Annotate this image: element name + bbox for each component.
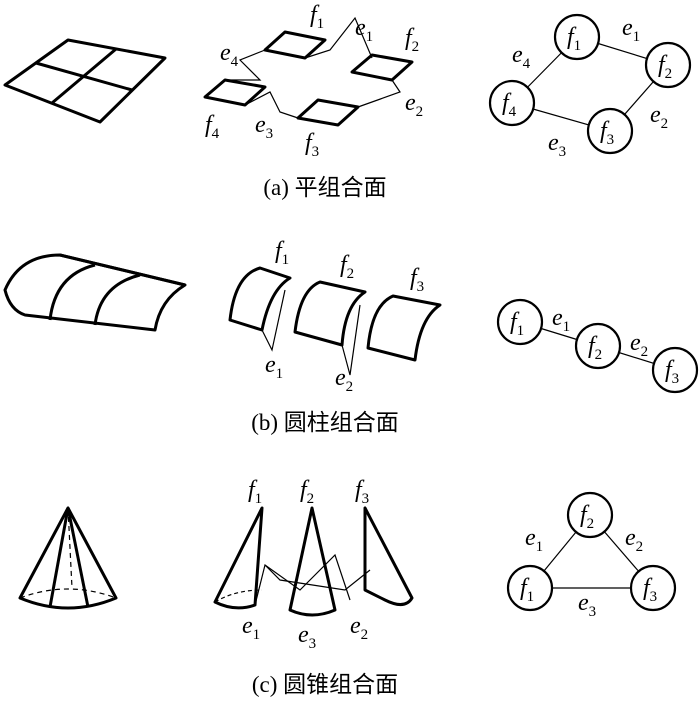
svg-text:e4: e4 — [220, 40, 239, 70]
svg-text:e3: e3 — [298, 622, 316, 652]
node-f3 — [651, 346, 699, 394]
cone-graph — [506, 491, 677, 612]
svg-text:f1: f1 — [567, 24, 581, 54]
node-f2 — [574, 322, 622, 370]
node-f4 — [488, 79, 536, 127]
node-f1 — [496, 298, 544, 346]
svg-text:f4: f4 — [502, 90, 517, 120]
svg-text:f1: f1 — [275, 238, 289, 268]
cone-faces-shape — [18, 506, 118, 610]
svg-text:f1: f1 — [248, 477, 262, 507]
planar-faces-shape — [3, 38, 167, 124]
svg-text:f3: f3 — [600, 118, 614, 148]
svg-text:f1: f1 — [520, 575, 534, 605]
svg-text:e4: e4 — [512, 42, 531, 72]
labels: f1 e1 f2 e2 f3 e3 f4 e4 f1 f2 f3 f4 e1 e… — [205, 2, 679, 652]
svg-text:f2: f2 — [405, 25, 419, 55]
cone-faces-separated — [213, 506, 414, 617]
caption-c: (c) 圆锥组合面 — [252, 672, 398, 697]
svg-text:f3: f3 — [305, 130, 319, 160]
svg-text:e2: e2 — [650, 102, 668, 132]
svg-text:e2: e2 — [335, 365, 353, 395]
svg-text:f2: f2 — [300, 477, 314, 507]
node-f3 — [586, 107, 634, 155]
svg-text:f2: f2 — [588, 333, 602, 363]
caption-a: (a) 平组合面 — [263, 175, 386, 200]
planar-faces-separated — [203, 16, 414, 127]
svg-text:e3: e3 — [548, 130, 566, 160]
svg-text:e2: e2 — [630, 330, 648, 360]
cylinder-faces-separated — [228, 266, 442, 376]
svg-text:e3: e3 — [255, 112, 273, 142]
svg-text:f1: f1 — [310, 2, 324, 32]
node-f3 — [629, 564, 677, 612]
cylinder-graph — [496, 298, 699, 394]
svg-text:f4: f4 — [205, 112, 220, 142]
svg-text:e1: e1 — [552, 305, 570, 335]
svg-text:f2: f2 — [340, 252, 354, 282]
svg-text:e2: e2 — [405, 90, 423, 120]
planar-graph — [488, 13, 692, 155]
svg-text:e2: e2 — [350, 613, 368, 643]
node-f1 — [553, 13, 601, 61]
svg-text:f2: f2 — [580, 502, 594, 532]
svg-text:e1: e1 — [265, 352, 283, 382]
svg-text:f2: f2 — [658, 52, 672, 82]
svg-text:e1: e1 — [355, 15, 373, 45]
node-f1 — [506, 564, 554, 612]
svg-text:f3: f3 — [410, 265, 424, 295]
svg-text:f3: f3 — [355, 477, 369, 507]
caption-b: (b) 圆柱组合面 — [251, 410, 399, 435]
svg-text:f1: f1 — [510, 309, 524, 339]
node-f2 — [566, 491, 614, 539]
svg-text:e2: e2 — [625, 525, 643, 555]
cylinder-faces-shape — [3, 253, 187, 332]
node-f2 — [644, 41, 692, 89]
svg-text:f3: f3 — [643, 575, 657, 605]
svg-text:e1: e1 — [525, 525, 543, 555]
svg-text:e3: e3 — [578, 590, 596, 620]
svg-text:e1: e1 — [622, 15, 640, 45]
svg-text:e1: e1 — [242, 613, 260, 643]
svg-text:f3: f3 — [665, 357, 679, 387]
